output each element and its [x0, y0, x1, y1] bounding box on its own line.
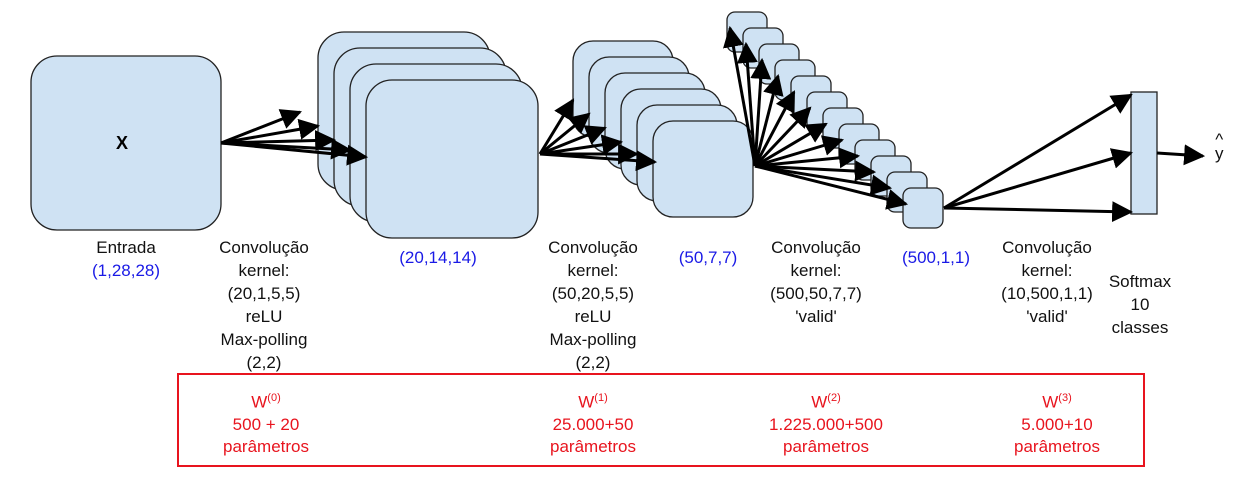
softmax-line: classes: [1111, 318, 1169, 337]
layer-line: 'valid': [1026, 307, 1068, 326]
input-symbol: X: [116, 133, 129, 153]
feature-map-1: [365, 79, 539, 239]
output-symbol: y: [1215, 144, 1224, 163]
layer-line: Max-polling: [549, 330, 637, 349]
input-shape: (1,28,28): [91, 261, 161, 280]
layer-line: reLU: [245, 307, 283, 326]
arrow-maps2-to-maps3: [754, 164, 909, 210]
softmax-label: Softmax 10 classes: [1109, 270, 1171, 339]
param-value: 1.225.000+500: [769, 414, 883, 434]
arrow-maps2-to-maps3: [723, 25, 757, 167]
layer-label-conv2: Convolução kernel: (50,20,5,5) reLU Max-…: [548, 236, 638, 374]
arrow-maps2-to-maps3: [754, 122, 828, 168]
arrow-input-to-maps1: [220, 109, 302, 145]
layer-line: (500,50,7,7): [770, 284, 862, 303]
layer-line: (10,500,1,1): [1001, 284, 1093, 303]
output-hat: ^: [1215, 130, 1224, 149]
param-w: W: [811, 392, 828, 412]
arrow-maps1-to-maps2: [539, 150, 658, 172]
input-name: Entrada: [96, 238, 156, 257]
arrow-maps2-to-maps3: [753, 90, 796, 167]
param-w3: W(3) 5.000+10 parâmetros: [1014, 387, 1100, 458]
softmax-line: 10: [1130, 295, 1150, 314]
layer-label-conv4: Convolução kernel: (10,500,1,1) 'valid': [1001, 236, 1093, 328]
param-sup: (3): [1058, 392, 1072, 404]
arrow-input-to-maps1: [220, 130, 337, 151]
arrow-input-to-maps1: [220, 118, 321, 145]
arrow-input-to-maps1: [220, 141, 369, 166]
param-value: 5.000+10: [1021, 414, 1093, 434]
layer-line: Convolução: [548, 238, 638, 257]
softmax-line: Softmax: [1108, 272, 1172, 291]
shape-label-3: (500,1,1): [901, 248, 971, 267]
shape-label-1: (20,14,14): [399, 248, 477, 267]
param-w0: W(0) 500 + 20 parâmetros: [223, 387, 309, 458]
layer-line: kernel:: [567, 261, 619, 280]
param-w: W: [578, 392, 595, 412]
param-unit: parâmetros: [223, 436, 309, 456]
layer-line: Convolução: [219, 238, 309, 257]
layer-line: (20,1,5,5): [227, 284, 301, 303]
arrow-maps2-to-maps3: [753, 106, 812, 168]
param-w: W: [251, 392, 268, 412]
layer-line: reLU: [574, 307, 612, 326]
param-w1: W(1) 25.000+50 parâmetros: [550, 387, 636, 458]
param-value: 25.000+50: [552, 414, 634, 434]
arrow-maps2-to-maps3: [754, 164, 893, 196]
param-sup: (1): [594, 392, 608, 404]
param-sup: (2): [827, 392, 841, 404]
arrow-maps2-to-maps3: [754, 147, 861, 169]
arrow-maps2-to-maps3: [753, 73, 784, 167]
feature-map-3: [902, 187, 944, 229]
layer-label-conv3: Convolução kernel: (500,50,7,7) 'valid': [770, 236, 862, 328]
layer-line: 'valid': [795, 307, 837, 326]
param-unit: parâmetros: [550, 436, 636, 456]
param-w: W: [1042, 392, 1059, 412]
param-unit: parâmetros: [1014, 436, 1100, 456]
param-value: 500 + 20: [232, 414, 300, 434]
arrow-maps1-to-maps2: [539, 112, 591, 156]
arrow-maps2-to-maps3: [754, 135, 845, 168]
softmax-block: [1130, 91, 1158, 215]
input-label: Entrada (1,28,28): [92, 236, 160, 282]
layer-line: Convolução: [771, 238, 861, 257]
layer-line: (50,20,5,5): [551, 284, 635, 303]
layer-line: (2,2): [246, 353, 282, 372]
arrow-maps3-to-softmax: [943, 93, 1133, 210]
arrow-maps2-to-maps3: [736, 41, 758, 167]
layer-line: kernel:: [238, 261, 290, 280]
layer-line: kernel:: [1021, 261, 1073, 280]
arrow-softmax-to-output: [1156, 144, 1206, 166]
layer-line: Convolução: [1002, 238, 1092, 257]
arrow-maps1-to-maps2: [538, 98, 575, 155]
arrow-maps1-to-maps2: [539, 134, 624, 156]
param-unit: parâmetros: [783, 436, 869, 456]
param-sup: (0): [267, 392, 281, 404]
arrow-maps2-to-maps3: [750, 57, 772, 167]
output-label: ^ y: [1215, 130, 1224, 163]
arrow-maps1-to-maps2: [539, 125, 607, 156]
arrow-maps2-to-maps3: [754, 160, 877, 182]
arrow-maps3-to-softmax: [943, 201, 1134, 223]
feature-map-2: [652, 120, 754, 218]
layer-line: (2,2): [575, 353, 611, 372]
param-w2: W(2) 1.225.000+500 parâmetros: [769, 387, 883, 458]
layer-line: Max-polling: [220, 330, 308, 349]
parameter-box: [177, 373, 1145, 467]
arrow-maps3-to-softmax: [943, 148, 1134, 210]
layer-label-conv1: Convolução kernel: (20,1,5,5) reLU Max-p…: [219, 236, 309, 374]
layer-line: kernel:: [790, 261, 842, 280]
shape-label-2: (50,7,7): [678, 248, 738, 267]
